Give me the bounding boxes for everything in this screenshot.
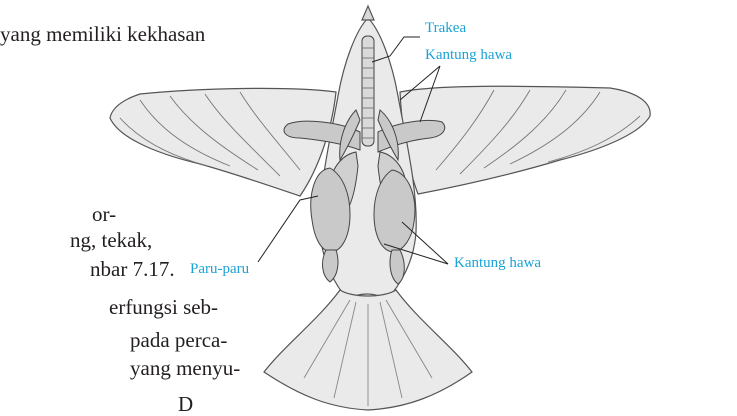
bird-beak bbox=[362, 6, 374, 20]
left-wing bbox=[110, 88, 336, 196]
leader-paru-paru bbox=[258, 196, 318, 262]
label-kantung-hawa-bottom: Kantung hawa bbox=[454, 256, 541, 271]
right-wing bbox=[400, 86, 650, 194]
label-paru-paru: Paru-paru bbox=[190, 262, 249, 277]
label-kantung-hawa-top: Kantung hawa bbox=[425, 48, 512, 63]
trachea-shape bbox=[362, 36, 374, 146]
label-trakea: Trakea bbox=[425, 21, 466, 36]
